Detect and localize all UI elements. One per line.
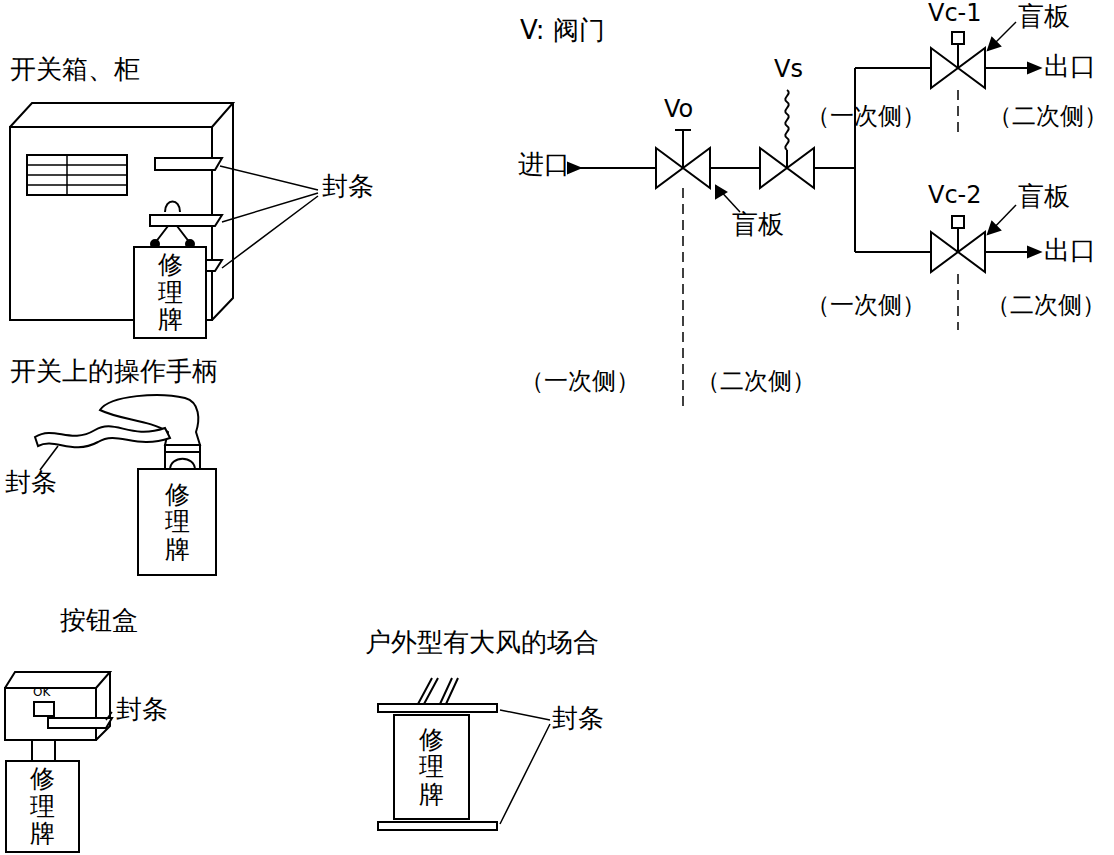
hook (418, 678, 458, 704)
leader-line (106, 712, 112, 720)
label: 封条 (322, 172, 374, 202)
tag-shackle (155, 226, 190, 243)
valve-handwheel (952, 32, 964, 44)
label: 盲板 (732, 210, 784, 240)
seal-bar (378, 704, 497, 712)
tag-text: 修理牌 (165, 481, 190, 564)
arrowhead (716, 186, 726, 198)
label: 出口 (1044, 236, 1096, 266)
label: （二次侧） (986, 292, 1106, 320)
tag-text: 修理牌 (419, 726, 444, 809)
leader-line (40, 446, 58, 470)
cabinet-window (27, 155, 127, 195)
valve-stem (957, 228, 959, 252)
label: 开关箱、柜 (10, 55, 140, 85)
valve-stem (785, 90, 788, 168)
label: （一次侧） (806, 292, 926, 320)
handle-base (165, 445, 200, 452)
label: V: 阀门 (520, 16, 605, 46)
label: Vc-2 (928, 182, 982, 210)
tag-shackle (32, 740, 55, 762)
label: 户外型有大风的场合 (365, 628, 599, 658)
label: Vs (774, 56, 803, 84)
repair-tag: 修理牌 (393, 714, 470, 820)
arrowhead (988, 222, 1000, 234)
seal-strip (155, 158, 222, 170)
label: （二次侧） (696, 368, 816, 396)
label: Vo (664, 96, 693, 124)
seal-bar (378, 822, 497, 830)
label: 进口 (518, 150, 570, 180)
label: 按钮盒 (60, 606, 138, 636)
label: 开关上的操作手柄 (10, 357, 218, 387)
seal-strip (150, 215, 222, 226)
latch (165, 202, 180, 213)
leader-line (988, 205, 1016, 234)
button-box-side (5, 672, 110, 740)
tag-text: 修理牌 (30, 765, 55, 848)
button-box-front (5, 688, 96, 740)
label: （一次侧） (806, 103, 926, 131)
label: 封条 (5, 468, 57, 498)
label: 封条 (116, 695, 168, 725)
repair-tag: 修理牌 (133, 246, 207, 339)
repair-tag: 修理牌 (5, 760, 80, 853)
window-grid (27, 155, 127, 195)
seal-strip (48, 718, 112, 728)
label: 出口 (1044, 52, 1096, 82)
label: 封条 (552, 704, 604, 734)
label: Vc-1 (928, 0, 982, 28)
label: （一次侧） (520, 368, 640, 396)
arrowhead (988, 38, 1000, 50)
boundary-line (683, 90, 958, 412)
repair-tag: 修理牌 (137, 468, 217, 576)
valve-stem (675, 130, 691, 168)
tag-text: 修理牌 (158, 251, 183, 334)
button-label: OK (33, 686, 50, 700)
leader-line (500, 710, 550, 824)
seal-strip (35, 426, 170, 447)
pipe (580, 68, 1030, 252)
label: 盲板 (1018, 182, 1070, 212)
leader-line (220, 166, 318, 268)
valve-stem (957, 44, 959, 68)
leader-line (716, 186, 740, 212)
push-button (34, 702, 54, 716)
leader-line (988, 22, 1016, 50)
valve-handwheel (952, 216, 964, 228)
label: （二次侧） (988, 103, 1108, 131)
flow-arrow (568, 63, 1040, 257)
label: 盲板 (1018, 2, 1070, 32)
